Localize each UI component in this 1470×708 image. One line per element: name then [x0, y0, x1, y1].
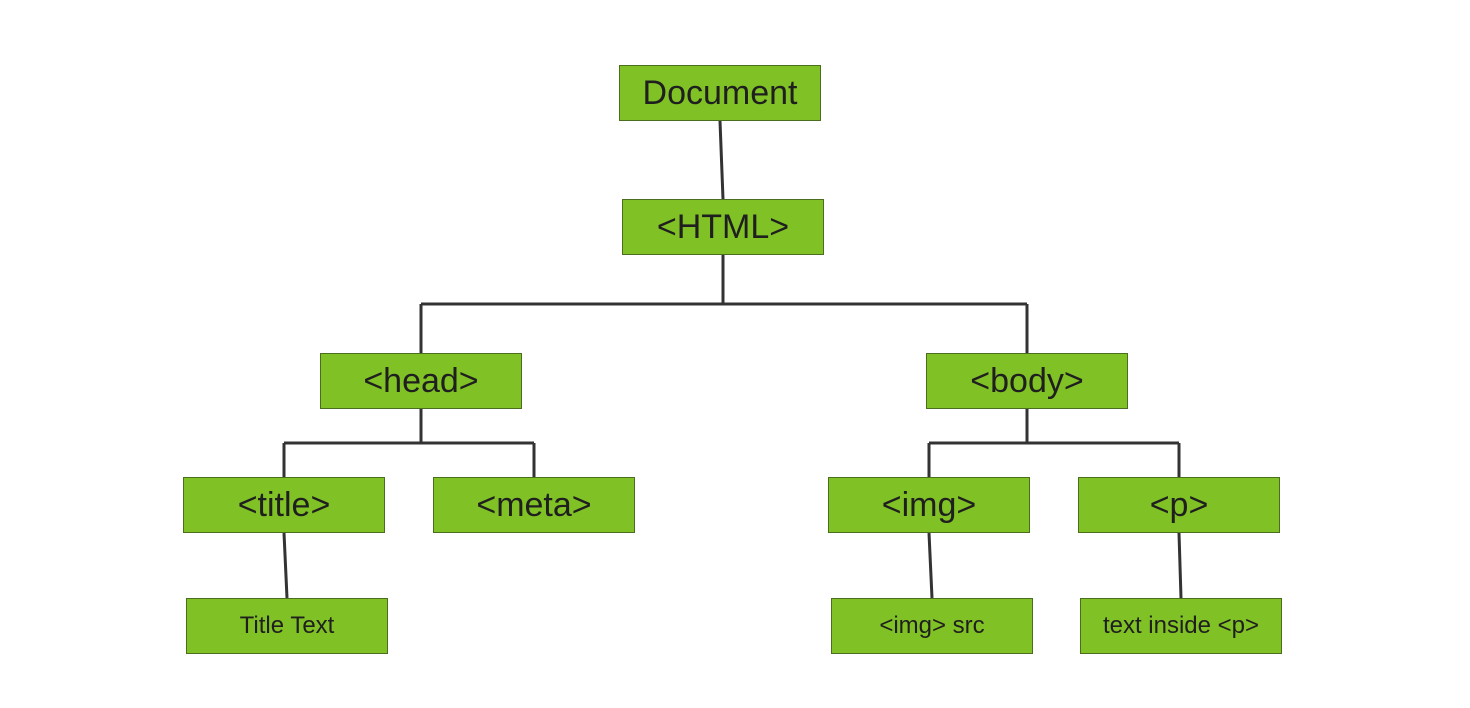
node-document-label: Document	[642, 74, 798, 112]
node-title-text-label: Title Text	[239, 612, 335, 639]
node-document: Document	[619, 65, 821, 121]
node-p-text-label: text inside <p>	[1102, 612, 1260, 639]
connector-title-title_text	[282, 532, 289, 599]
node-body: <body>	[926, 353, 1128, 409]
node-title-text: Title Text	[186, 598, 388, 654]
node-body-label: <body>	[970, 362, 1084, 400]
node-title: <title>	[183, 477, 385, 533]
node-html-label: <HTML>	[656, 208, 790, 246]
node-img: <img>	[828, 477, 1030, 533]
node-title-label: <title>	[237, 486, 331, 524]
node-p-text: text inside <p>	[1080, 598, 1282, 654]
node-p-label: <p>	[1149, 486, 1209, 524]
node-meta: <meta>	[433, 477, 635, 533]
node-meta-label: <meta>	[476, 486, 592, 524]
connector-img-img_src	[927, 532, 934, 599]
node-html: <HTML>	[622, 199, 824, 255]
node-img-src: <img> src	[831, 598, 1033, 654]
node-p: <p>	[1078, 477, 1280, 533]
node-head-label: <head>	[363, 362, 479, 400]
connector-p-p_text	[1177, 532, 1183, 599]
node-head: <head>	[320, 353, 522, 409]
node-img-label: <img>	[881, 486, 977, 524]
node-img-src-label: <img> src	[879, 612, 985, 639]
connector-document-html	[718, 120, 725, 200]
